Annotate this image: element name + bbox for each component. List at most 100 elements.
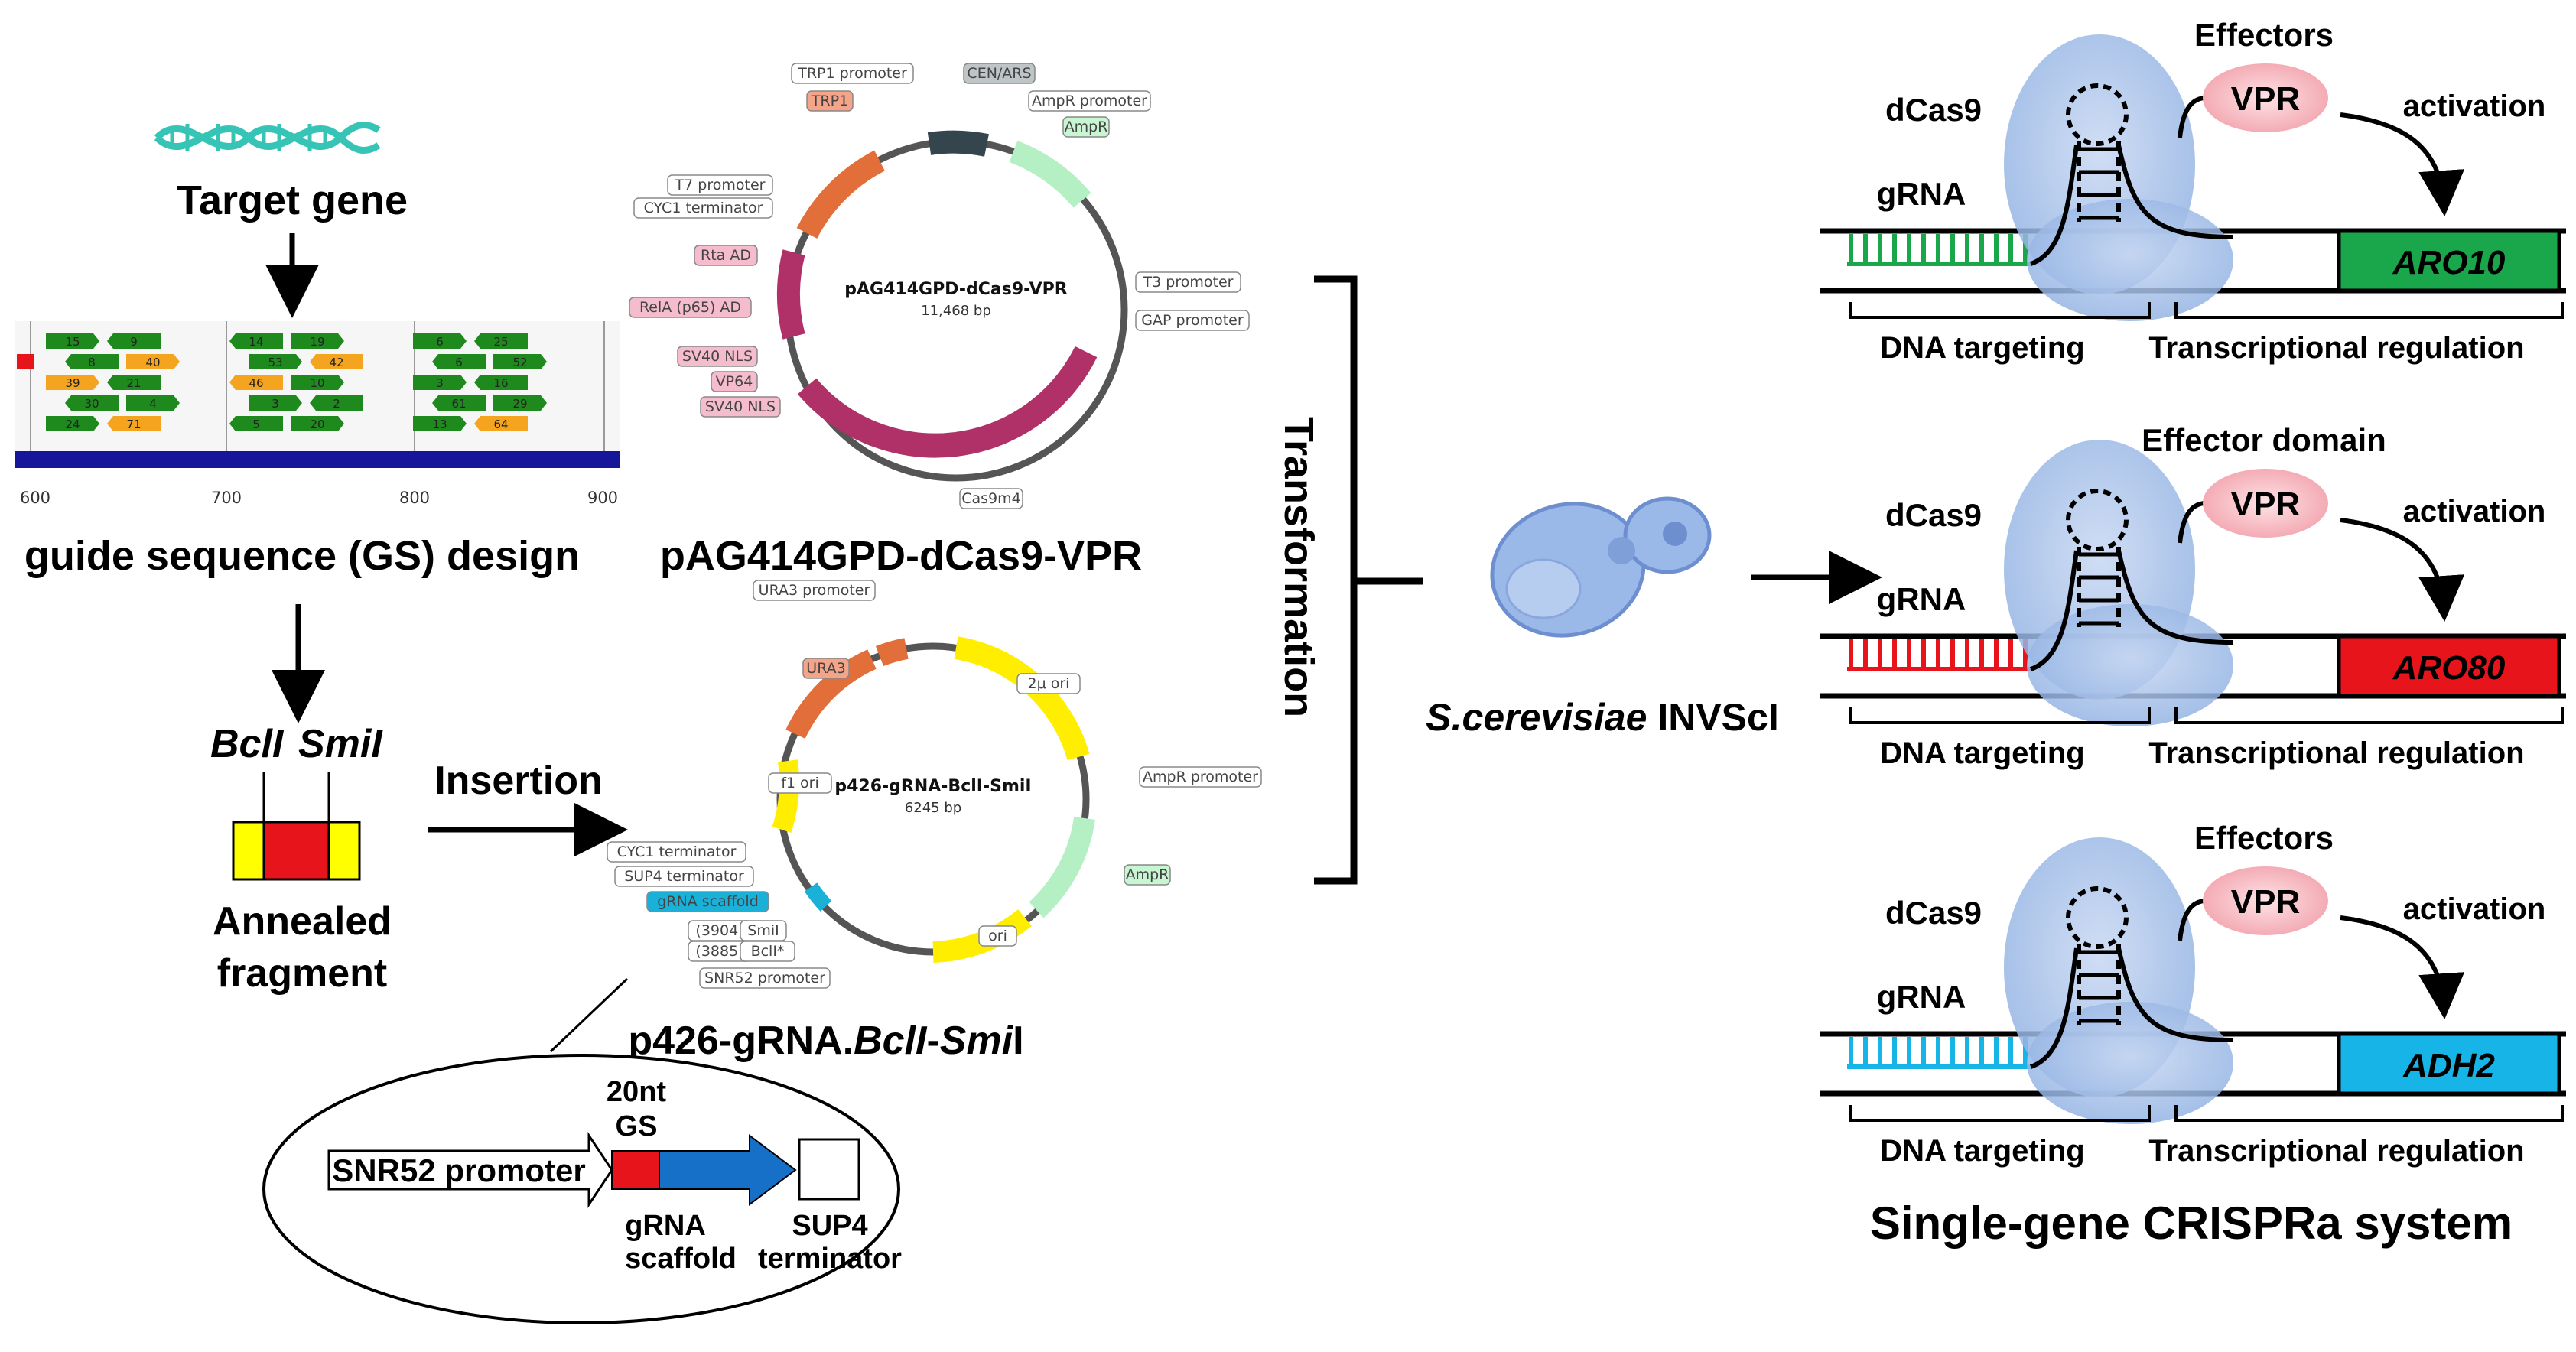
grna-hairpin	[2066, 489, 2129, 551]
activation-arrow	[2340, 518, 2465, 622]
annealed-fragment-box	[232, 821, 361, 881]
guide-label: 25	[493, 335, 508, 349]
vpr-label: VPR	[2231, 80, 2300, 118]
guide-label: 3	[272, 397, 279, 411]
axis-tick-700: 700	[211, 489, 242, 507]
plasmid-grna-map: p426-gRNA-BclI-SmiI 6245 bp URA3 promote…	[607, 580, 1262, 989]
activation-label: activation	[2403, 495, 2546, 528]
plasmid-feature-label: CYC1 terminator	[617, 843, 737, 860]
grna-scaffold-loop	[2029, 145, 2234, 266]
tx-regulation-bracket	[2174, 302, 2564, 319]
insertion-label: Insertion	[434, 759, 603, 803]
guide-label: 24	[65, 418, 80, 431]
terminator-label-line1: SUP4	[792, 1210, 867, 1242]
gs-design-label: guide sequence (GS) design	[24, 533, 580, 579]
ampr2-feature	[1029, 816, 1095, 918]
guide-label: 15	[65, 335, 80, 349]
guide-arrow-orange	[229, 375, 283, 390]
plasmid-label-box	[963, 63, 1036, 84]
plasmid-label-box	[959, 488, 1023, 509]
guide-label: 6	[436, 335, 444, 349]
grna-scaffold-loop	[2029, 947, 2234, 1069]
guide-label: 21	[126, 376, 141, 390]
snr52-promoter-arrow	[327, 1132, 613, 1208]
plasmid-feature-label: SV40 NLS	[705, 398, 776, 415]
guide-arrow-green	[46, 416, 99, 431]
guide-arrow-orange	[126, 354, 180, 369]
guide-arrow-orange	[474, 416, 528, 431]
plasmid-feature-label: SNR52 promoter	[704, 970, 825, 986]
guide-arrow-green	[432, 354, 486, 369]
plasmid-feature-label: SV40 NLS	[682, 348, 753, 365]
plasmid-label-box	[1016, 673, 1081, 694]
terminator-label-line2: terminator	[758, 1243, 902, 1275]
plasmid-label-box	[1124, 864, 1171, 886]
plasmid-feature-label: ori	[988, 928, 1007, 944]
guide-arrow-orange	[107, 416, 161, 431]
plasmid-feature-label: URA3 promoter	[759, 582, 870, 599]
plasmid-dcas9-vpr-map: pAG414GPD-dCas9-VPR 11,468 bp TRP1 promo…	[629, 63, 1250, 509]
guide-label: 46	[249, 376, 263, 390]
plasmid-feature-label: AmpR promoter	[1143, 769, 1258, 785]
plasmid-label-box	[740, 920, 787, 941]
grna-spacer	[1847, 234, 2031, 266]
plasmid-label-box	[699, 967, 831, 989]
target-gene-box	[2337, 634, 2561, 698]
plasmid2-caption: p426-gRNA.BclI-SmiI	[628, 1019, 1023, 1063]
guide-arrow-green	[107, 333, 161, 349]
enzyme-bcli-label: BclI	[210, 722, 285, 766]
cen-ars-feature	[927, 130, 989, 157]
grna-label: gRNA	[1877, 176, 1966, 212]
guide-arrow-green	[126, 395, 180, 411]
plasmid-feature-label: T7 promoter	[675, 177, 766, 193]
guide-label: 53	[268, 356, 282, 369]
plasmid-feature-label: f1 ori	[781, 775, 819, 791]
dna-targeting-label: DNA targeting	[1880, 331, 2084, 365]
guide-arrow-green	[249, 354, 302, 369]
guide-arrow-green	[107, 375, 161, 390]
effector-title: Effectors	[2194, 17, 2334, 53]
transformation-label: Transformation	[1276, 417, 1322, 717]
vpr-effector	[2203, 469, 2328, 538]
guide-arrow-green	[474, 333, 528, 349]
guide-arrow-green	[413, 416, 467, 431]
zoom-leader-line	[549, 977, 629, 1053]
cas9m4-feature	[797, 346, 1098, 458]
grna-label: gRNA	[1877, 581, 1966, 617]
plasmid2-size: 6245 bp	[905, 800, 961, 816]
dna-targeting-bracket	[1849, 1105, 2151, 1122]
target-gene-label: Target gene	[177, 177, 408, 223]
gs-label-line1: 20nt	[607, 1076, 666, 1108]
grna-scaffold-loop	[2029, 550, 2234, 671]
plasmid-label-box	[1139, 766, 1262, 788]
ura3-feature	[785, 649, 877, 739]
plasmid-feature-label: GAP promoter	[1141, 312, 1244, 329]
plasmid1-size: 11,468 bp	[921, 303, 991, 319]
gs-label-line2: GS	[616, 1110, 658, 1142]
tx-regulation-label: Transcriptional regulation	[2148, 1134, 2524, 1168]
guide-label: 42	[329, 356, 343, 369]
grna-label: gRNA	[1877, 979, 1966, 1015]
guide-label: 61	[451, 397, 466, 411]
guide-arrow-green	[291, 375, 344, 390]
dcas9-label: dCas9	[1885, 92, 1982, 128]
guide-label: 14	[249, 335, 263, 349]
enzyme-smii-label: SmiI	[298, 722, 383, 766]
guide-arrow-green	[474, 375, 528, 390]
plasmid-label-box	[1135, 271, 1241, 293]
plasmid-feature-label: TRP1	[811, 93, 848, 109]
guide-label: 64	[493, 418, 508, 431]
axis-tick-900: 900	[587, 489, 618, 507]
guide-label: 2	[333, 397, 340, 411]
plasmid-label-box	[791, 63, 914, 84]
tx-regulation-label: Transcriptional regulation	[2148, 736, 2524, 770]
plasmid-label-box	[740, 941, 795, 962]
guide-label: 19	[310, 335, 324, 349]
vpr-effector	[2203, 866, 2328, 935]
strain-label: S.cerevisiae INVScI	[1426, 696, 1778, 739]
plasmid-label-box	[978, 925, 1017, 947]
dna-targeting-bracket	[1849, 707, 2151, 724]
ampr-feature	[1009, 140, 1091, 208]
